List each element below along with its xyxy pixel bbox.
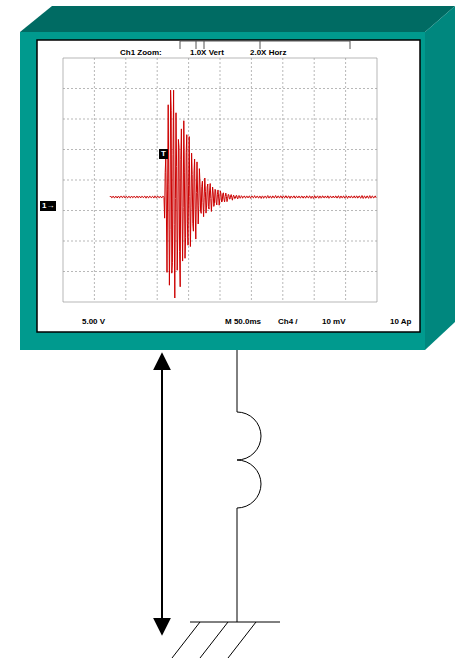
grid-line [63,119,377,120]
grid-line [63,149,377,150]
housing-side [425,6,455,350]
ground-symbol [172,622,280,658]
grid-line [63,210,377,211]
scope-readout: Ch4 / [278,318,298,326]
scope-readout: M 50.0ms [225,318,261,326]
grid-line [63,180,377,181]
scope-readout: 10 mV [322,318,346,326]
coil-wire [237,350,261,622]
marker-label: T [159,149,168,159]
grid-line [63,58,377,59]
graticule [63,58,377,302]
grid-line [94,58,95,302]
scope-readout: 5.00 V [82,318,105,326]
grid-line [63,271,377,272]
scope-readout: Ch1 Zoom: [120,49,162,57]
distance-arrow [161,354,163,634]
grid-line [63,302,377,303]
scope-readout: 10 Ap [390,318,412,326]
screen-panel [37,40,420,332]
marker-label: 1→ [40,201,56,211]
scope-readout: 1.0X Vert [190,49,224,57]
grid-line [63,241,377,242]
grid-line [63,88,377,89]
scope-readout: 2.0X Horz [250,49,286,57]
grid-line [314,58,315,302]
grid-line [345,58,346,302]
housing-top [20,6,455,32]
zoom-ruler [180,41,350,49]
waveform-trace [110,90,376,298]
grid-line [125,58,126,302]
housing-front [20,32,425,350]
